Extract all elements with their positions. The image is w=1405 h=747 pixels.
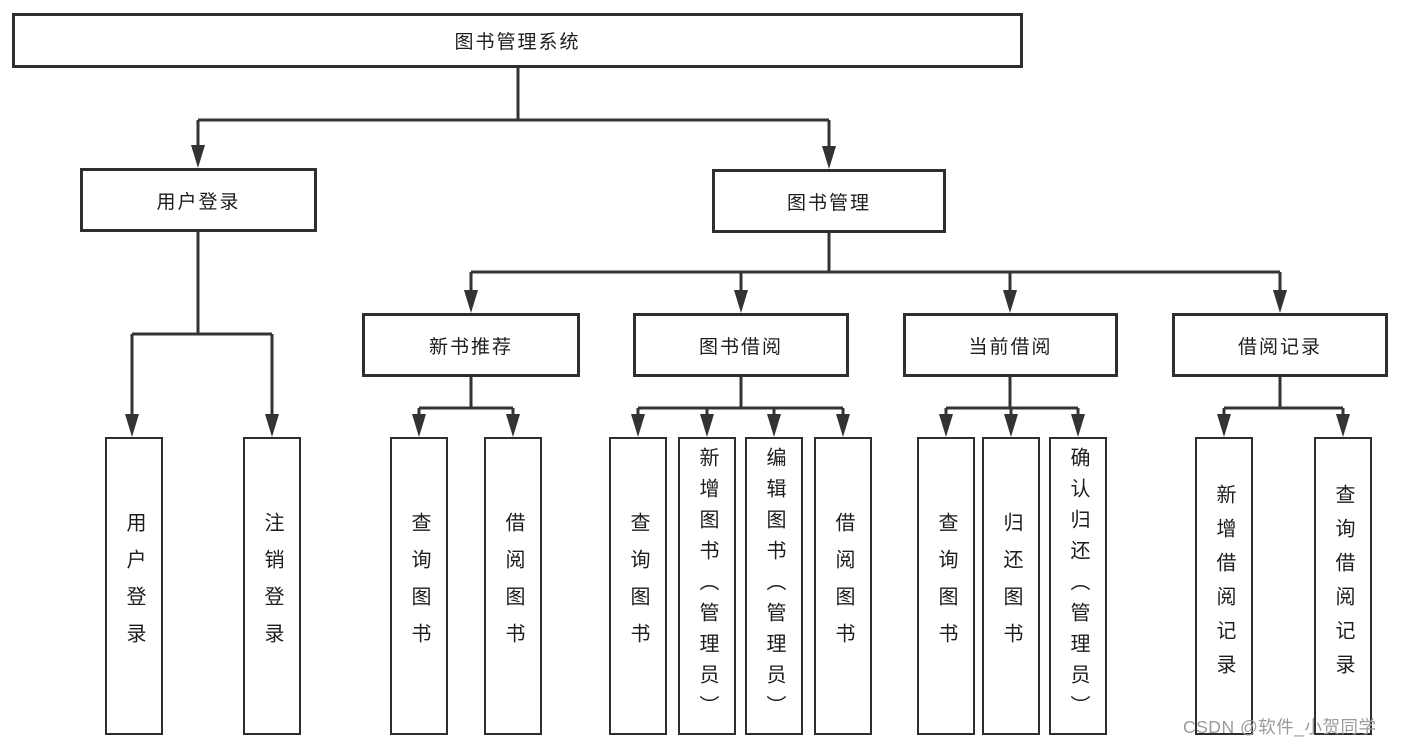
node-book-management: 图书管理 — [712, 169, 946, 233]
leaf-query-borrow-record: 查询借阅记录 — [1314, 437, 1372, 735]
leaf-query-books-current: 查询图书 — [917, 437, 975, 735]
node-root-system: 图书管理系统 — [12, 13, 1023, 68]
node-borrowing-records: 借阅记录 — [1172, 313, 1388, 377]
leaf-edit-book-admin: 编辑图书（管理员） — [745, 437, 803, 735]
leaf-add-borrow-record: 新增借阅记录 — [1195, 437, 1253, 735]
node-user-login: 用户登录 — [80, 168, 317, 232]
leaf-borrow-books-borrowing: 借阅图书 — [814, 437, 872, 735]
leaf-add-book-admin: 新增图书（管理员） — [678, 437, 736, 735]
node-new-book-recommend: 新书推荐 — [362, 313, 580, 377]
node-book-borrowing: 图书借阅 — [633, 313, 849, 377]
csdn-watermark: CSDN @软件_小贺同学 — [1183, 717, 1377, 737]
leaf-logout: 注销登录 — [243, 437, 301, 735]
node-current-borrowing: 当前借阅 — [903, 313, 1118, 377]
leaf-query-books-borrowing: 查询图书 — [609, 437, 667, 735]
leaf-borrow-books-recommend: 借阅图书 — [484, 437, 542, 735]
leaf-query-books-recommend: 查询图书 — [390, 437, 448, 735]
leaf-return-book: 归还图书 — [982, 437, 1040, 735]
leaf-confirm-return-admin: 确认归还（管理员） — [1049, 437, 1107, 735]
leaf-user-login: 用户登录 — [105, 437, 163, 735]
